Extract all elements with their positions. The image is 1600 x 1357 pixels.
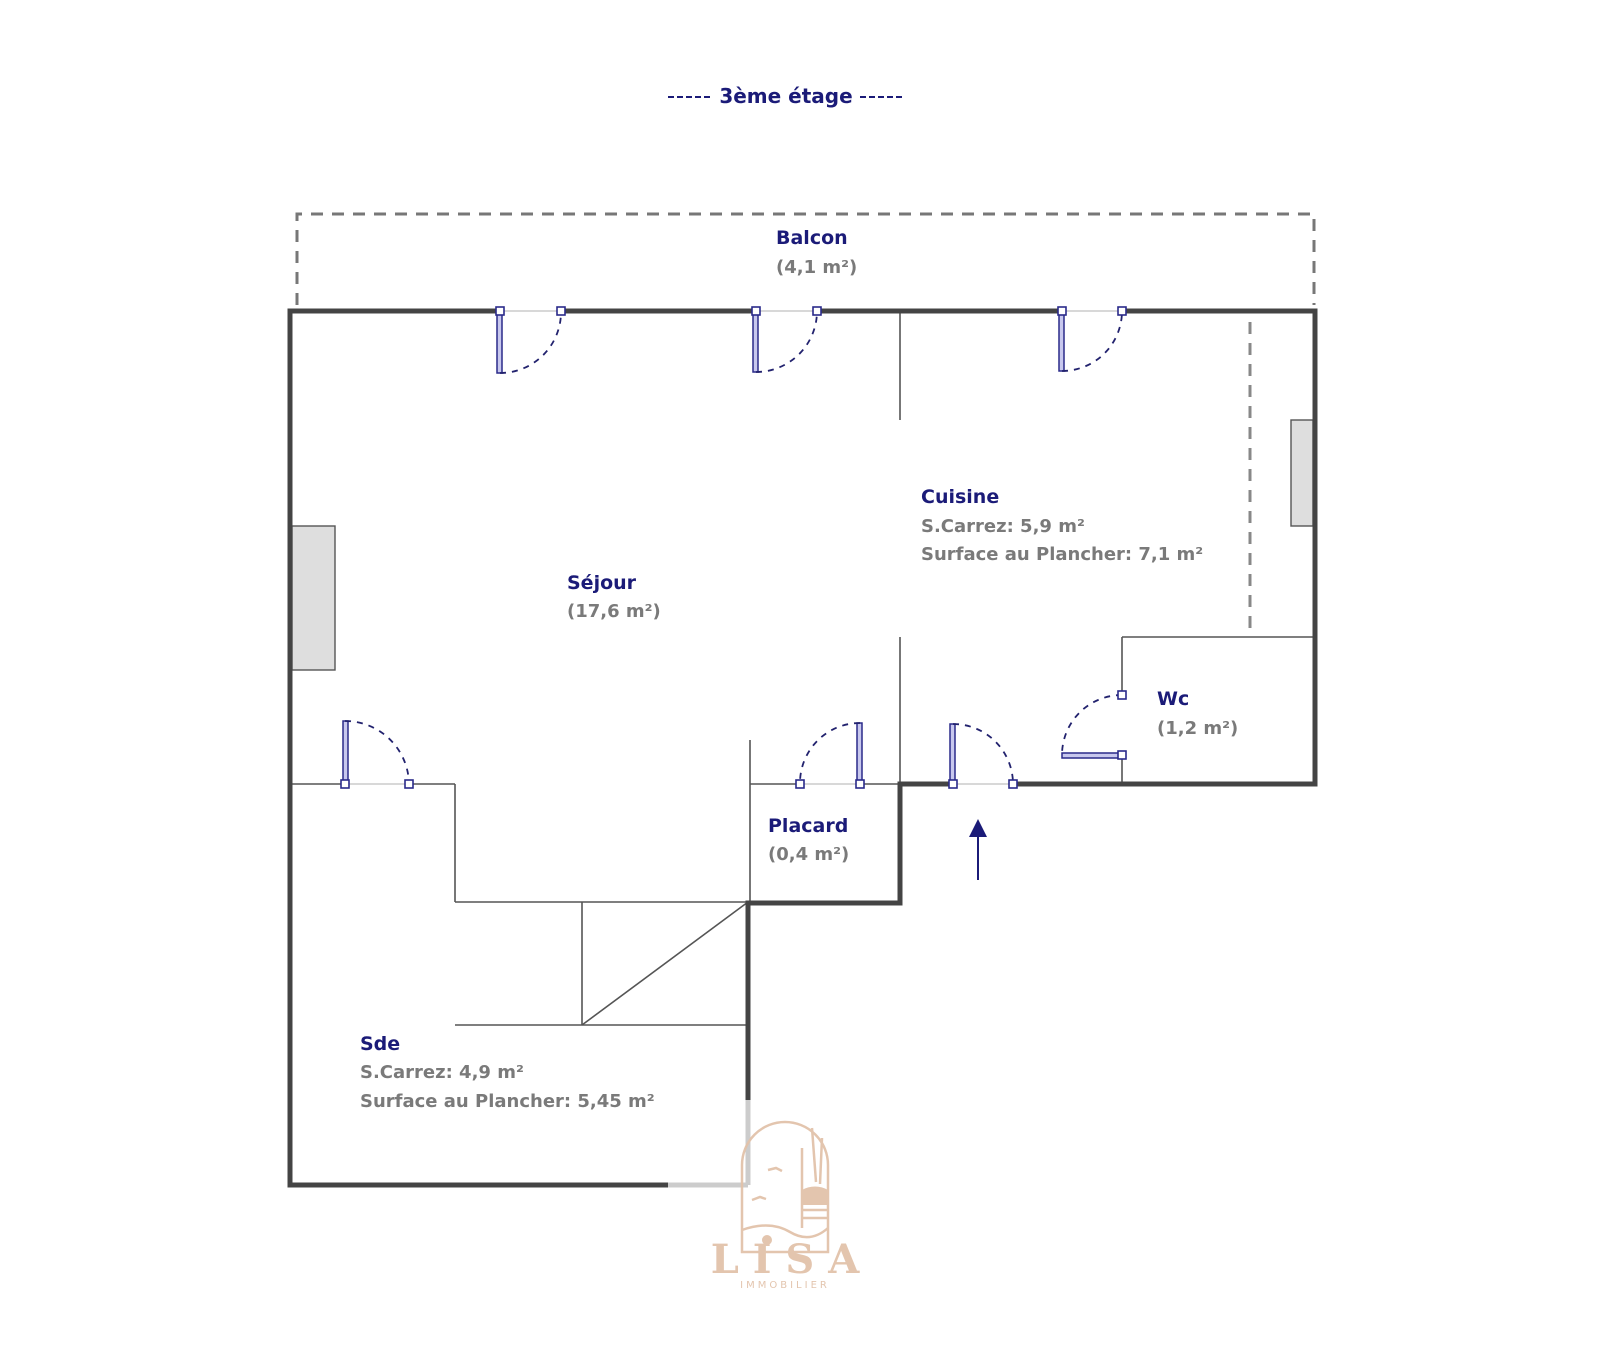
room-area: (17,6 m²) — [567, 601, 661, 622]
label-sejour: Séjour (17,6 m²) — [567, 572, 661, 622]
room-area: (0,4 m²) — [768, 844, 849, 865]
door-sde — [340, 720, 414, 789]
door-balcony-2 — [751, 306, 822, 373]
room-plancher: Surface au Plancher: 5,45 m² — [360, 1091, 655, 1112]
room-area: (1,2 m²) — [1157, 718, 1238, 739]
logo-sub: IMMOBILIER — [740, 1280, 830, 1291]
balcony-outline — [295, 212, 1316, 305]
door-balcony-3 — [1057, 306, 1127, 372]
room-carrez: S.Carrez: 4,9 m² — [360, 1062, 524, 1083]
room-name: Cuisine — [921, 486, 999, 508]
radiator-left — [291, 525, 336, 671]
label-wc: Wc (1,2 m²) — [1157, 688, 1238, 739]
room-name: Wc — [1157, 688, 1189, 710]
door-balcony-1 — [495, 306, 566, 374]
room-name: Placard — [768, 815, 848, 837]
door-entrance — [948, 723, 1018, 789]
label-cuisine: Cuisine S.Carrez: 5,9 m² Surface au Plan… — [921, 486, 1203, 565]
door-placard — [795, 722, 865, 789]
label-sde: Sde S.Carrez: 4,9 m² Surface au Plancher… — [360, 1033, 655, 1112]
partitions — [290, 311, 1315, 1026]
radiator-right — [1290, 419, 1314, 527]
exterior-walls — [287, 308, 1318, 1188]
logo-brand: L I S A — [711, 1236, 861, 1283]
label-balcon: Balcon (4,1 m²) — [776, 227, 857, 278]
room-area: (4,1 m²) — [776, 257, 857, 278]
floor-title-text: 3ème étage — [719, 84, 852, 108]
label-placard: Placard (0,4 m²) — [768, 815, 849, 865]
lisa-logo: L I S A IMMOBILIER — [711, 1120, 861, 1291]
room-name: Sde — [360, 1033, 400, 1055]
room-carrez: S.Carrez: 5,9 m² — [921, 516, 1085, 537]
room-plancher: Surface au Plancher: 7,1 m² — [921, 544, 1203, 565]
door-wc — [1061, 690, 1127, 760]
room-name: Séjour — [567, 572, 637, 594]
floor-title: 3ème étage — [668, 84, 904, 108]
room-name: Balcon — [776, 227, 848, 249]
entrance-arrow-icon — [969, 819, 987, 880]
